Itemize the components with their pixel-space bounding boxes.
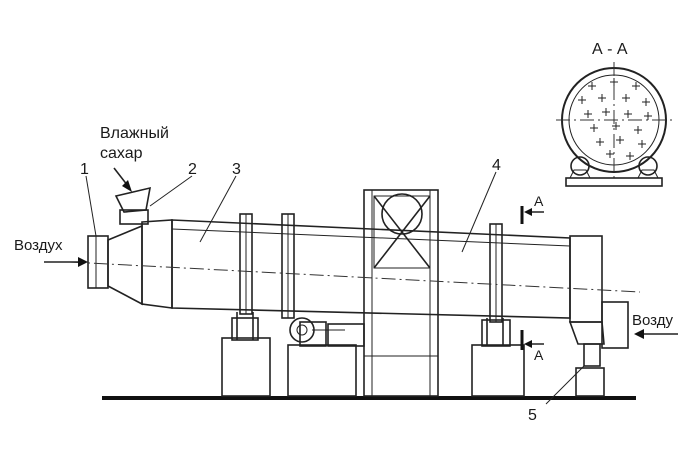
label-num-3: 3 bbox=[232, 161, 241, 178]
support-right bbox=[471, 318, 525, 397]
frame-window bbox=[373, 193, 431, 269]
leader-3 bbox=[199, 175, 237, 243]
label-section-title: А - А bbox=[592, 41, 628, 58]
drum-body bbox=[171, 219, 571, 319]
drum-inner-line bbox=[171, 228, 571, 247]
section-roller-left bbox=[569, 156, 591, 179]
leader-1 bbox=[85, 175, 97, 237]
air-out-arrow bbox=[634, 329, 678, 339]
label-num-2: 2 bbox=[188, 161, 197, 178]
section-view bbox=[556, 62, 672, 187]
bandage-ring-right bbox=[489, 223, 503, 323]
label-air-out: Возду bbox=[632, 312, 673, 329]
section-mark-top bbox=[520, 206, 544, 224]
feed-hopper bbox=[114, 186, 152, 225]
section-nozzle-marks bbox=[578, 78, 652, 160]
leader-2 bbox=[149, 175, 193, 207]
label-section-a-top: А bbox=[534, 193, 544, 209]
section-roller-right bbox=[637, 156, 659, 179]
drum-axis bbox=[69, 261, 641, 293]
label-num-1: 1 bbox=[80, 161, 89, 178]
section-mark-bottom bbox=[520, 330, 544, 350]
label-num-4: 4 bbox=[492, 157, 501, 174]
leader-4 bbox=[461, 171, 497, 253]
drive-gear bbox=[289, 317, 315, 343]
sugar-feed-arrow bbox=[113, 167, 132, 192]
air-in-arrow bbox=[44, 257, 88, 267]
loading-head bbox=[87, 219, 173, 309]
label-wet-sugar-2: сахар bbox=[100, 145, 143, 162]
leader-5 bbox=[545, 365, 585, 405]
gear-ring bbox=[281, 213, 295, 319]
support-drive bbox=[287, 321, 365, 397]
unloading-head bbox=[568, 235, 629, 367]
label-section-a-bottom: А bbox=[534, 347, 544, 363]
label-wet-sugar-1: Влажный bbox=[100, 125, 169, 142]
label-num-5: 5 bbox=[528, 407, 537, 424]
label-air-in: Воздух bbox=[14, 237, 63, 254]
bandage-ring-left bbox=[239, 213, 253, 315]
support-left bbox=[221, 312, 271, 397]
central-frame bbox=[363, 189, 439, 397]
support-unloader bbox=[575, 367, 605, 397]
